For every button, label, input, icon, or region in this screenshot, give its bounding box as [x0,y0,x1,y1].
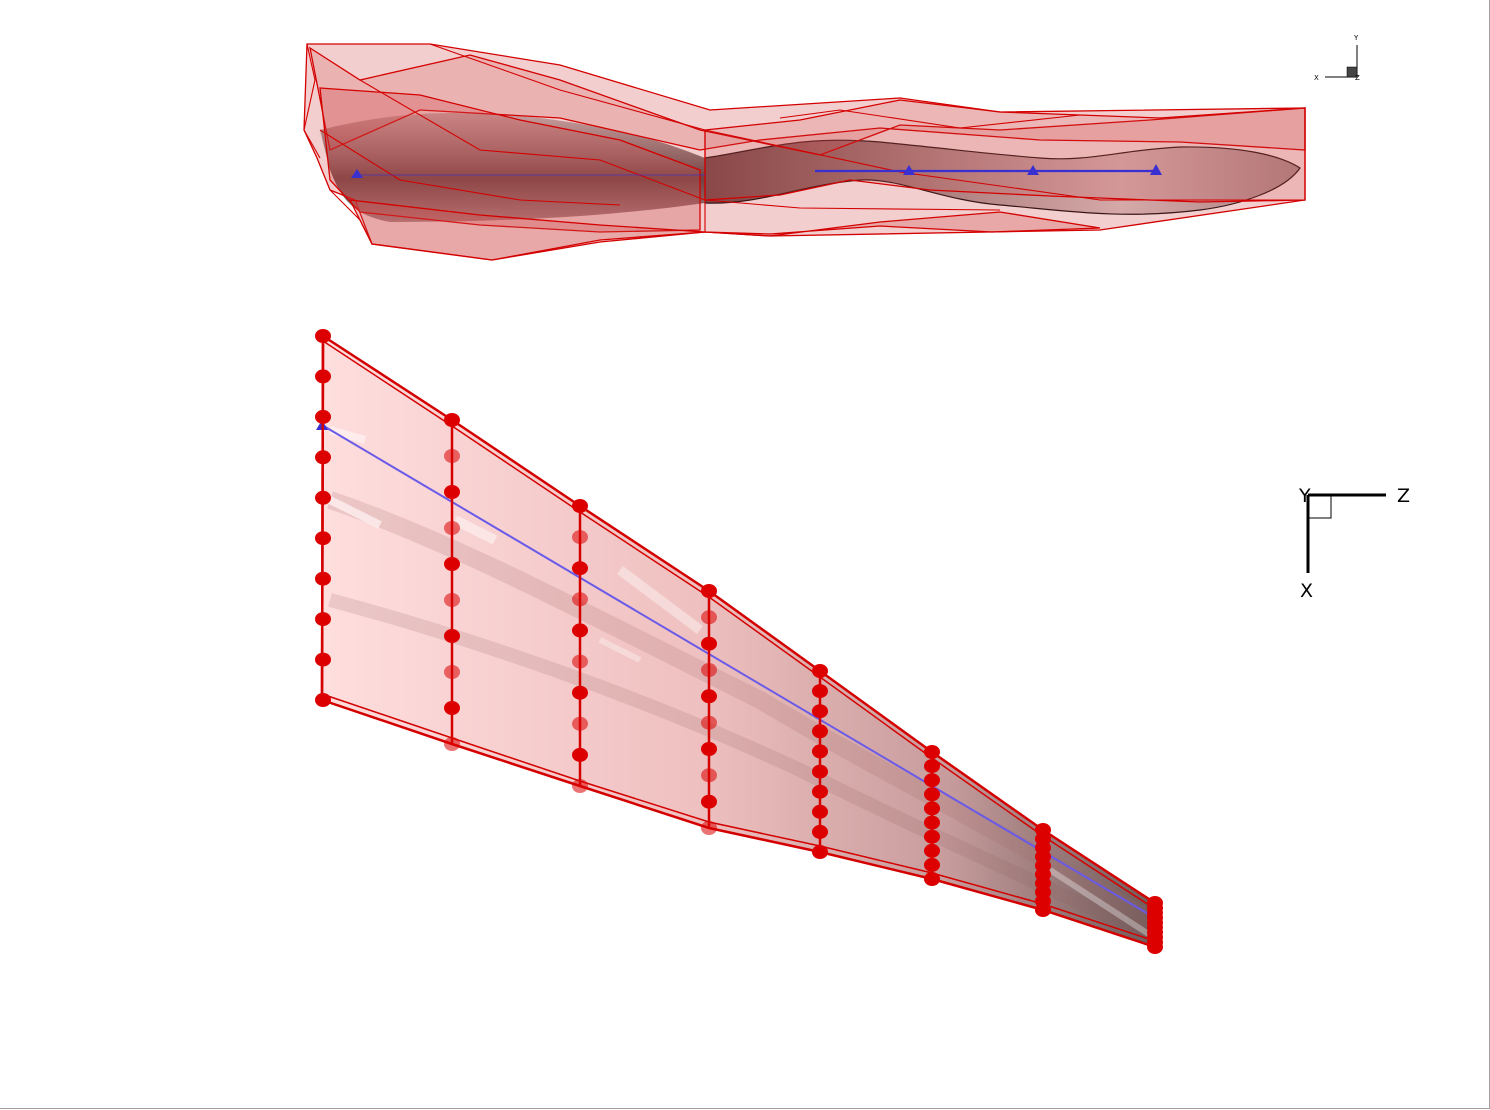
control-point [444,665,460,679]
control-point [315,409,331,424]
control-point [572,592,588,607]
control-point [701,663,717,677]
reference-axis-top [321,424,1151,916]
control-point [315,693,331,707]
control-point [812,664,828,678]
control-point [1147,940,1163,954]
control-point [812,704,828,719]
control-point [444,413,460,427]
reference-marker [903,165,915,175]
control-point [812,764,828,779]
control-point [924,759,940,774]
ffd-cage-side [303,43,1306,261]
control-point [812,724,828,739]
control-point [924,872,940,886]
control-point [444,449,460,463]
axis-triad-large: Z X Y [1298,485,1410,602]
control-point [812,684,828,699]
control-point [315,612,331,627]
axis-label-small-vertical: Y [1353,34,1359,42]
axis-label-small-horizontal: X [1314,74,1319,82]
cage-inner-edge [322,340,1156,910]
control-point [924,857,940,872]
control-point [572,779,588,793]
control-points [315,329,1163,954]
reference-marker [1027,165,1039,175]
control-point [701,584,717,598]
control-point [701,715,717,730]
control-point [701,636,717,651]
control-point [572,685,588,700]
axis-label-large-vertical: X [1300,580,1313,602]
control-point [444,737,460,751]
control-point [315,571,331,586]
control-point [572,654,588,669]
control-point [924,815,940,830]
control-point [924,787,940,802]
reference-marker [1150,164,1162,175]
side-view [303,43,1306,261]
control-point [572,499,588,513]
control-point [315,652,331,667]
control-point [812,744,828,759]
reference-axis-side [351,164,1162,178]
control-point [812,845,828,859]
control-point [812,824,828,839]
control-point [444,557,460,571]
axis-label-large-horizontal: Z [1397,485,1410,507]
control-point [572,747,588,762]
reference-marker [351,169,363,178]
section-lines [320,335,1157,947]
wing-side-surface [704,139,1301,215]
control-point [812,804,828,819]
control-point [444,701,460,715]
control-point [315,450,331,465]
control-point [701,768,717,783]
control-point [924,745,940,759]
control-point [315,531,331,546]
control-point [315,329,331,343]
cage-inner-edge [321,693,1156,942]
control-point [924,829,940,844]
control-point [572,561,588,576]
control-point [701,742,717,756]
control-point [1035,903,1051,917]
control-point [315,490,331,505]
control-point [701,689,717,704]
control-point [444,629,460,643]
control-point [701,794,717,809]
axis-triad-small: X Y Z [1314,34,1360,82]
control-point [572,530,588,545]
axis-label-large-depth: Y [1298,485,1311,507]
control-point [315,369,331,384]
control-point [701,610,717,625]
control-point [444,593,460,607]
control-point [572,716,588,731]
axis-label-small-depth: Z [1355,74,1360,82]
control-point [924,773,940,788]
ffd-cage-side-wires [303,43,1305,245]
control-point [924,801,940,816]
control-point [812,784,828,799]
control-point [701,821,717,835]
control-point [444,521,460,535]
wing-side-inboard [320,113,705,222]
control-point [444,485,460,499]
top-view [315,329,1163,954]
control-point [924,843,940,858]
control-point [572,623,588,638]
